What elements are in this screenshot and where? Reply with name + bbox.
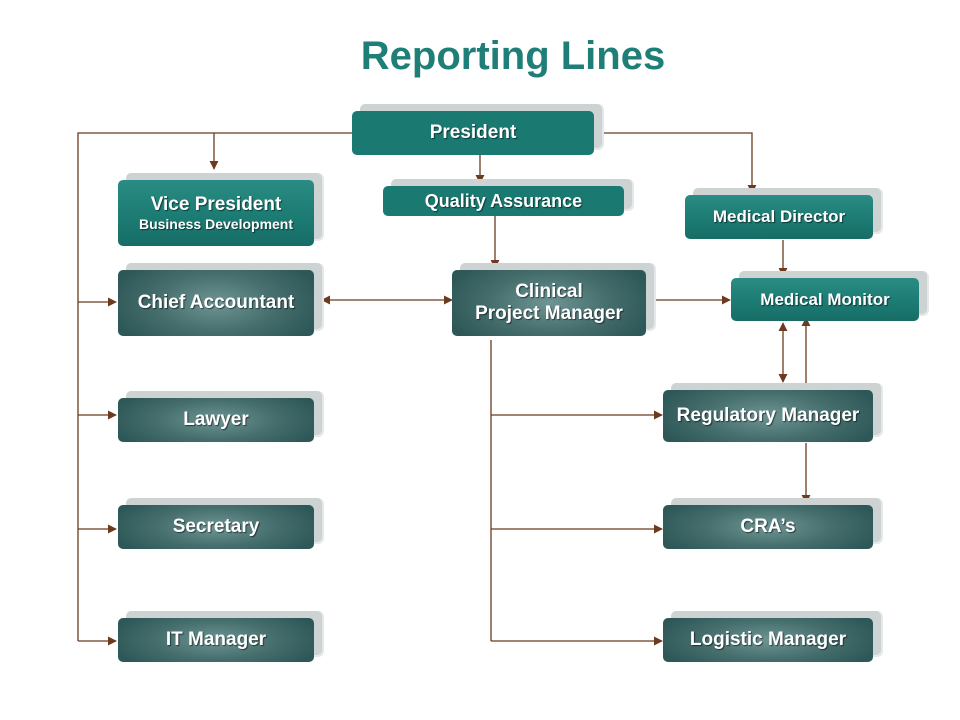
cras-box: CRA’s	[663, 505, 873, 549]
vice-president-sub-label: Business Development	[138, 215, 294, 232]
lawyer-box: Lawyer	[118, 398, 314, 442]
clinical-pm-box: Clinical Project Manager	[452, 270, 646, 336]
medical-monitor-label: Medical Monitor	[760, 289, 890, 309]
quality-assurance-box: Quality Assurance	[383, 186, 624, 216]
regulatory-manager-box: Regulatory Manager	[663, 390, 873, 442]
president-box: President	[352, 111, 594, 155]
lawyer-label: Lawyer	[183, 409, 249, 431]
medical-monitor-box: Medical Monitor	[731, 278, 919, 321]
medical-director-box: Medical Director	[685, 195, 873, 239]
logistic-manager-box: Logistic Manager	[663, 618, 873, 662]
regulatory-manager-label: Regulatory Manager	[676, 405, 860, 427]
page-title: Reporting Lines	[360, 34, 666, 78]
quality-assurance-label: Quality Assurance	[424, 190, 583, 211]
president-label: President	[429, 122, 517, 144]
president-left-line	[77, 132, 352, 641]
secretary-box: Secretary	[118, 505, 314, 549]
secretary-label: Secretary	[172, 516, 260, 538]
clinical-pm-label-line2: Project Manager	[475, 303, 623, 324]
cras-label: CRA’s	[740, 516, 796, 538]
vice-president-box: Vice President Business Development	[118, 180, 314, 246]
it-manager-label: IT Manager	[165, 629, 267, 651]
medical-director-label: Medical Director	[712, 207, 846, 227]
logistic-manager-label: Logistic Manager	[689, 629, 847, 651]
vice-president-label: Vice President	[150, 194, 282, 216]
it-manager-box: IT Manager	[118, 618, 314, 662]
to-medical-director	[596, 132, 757, 194]
chief-accountant-box: Chief Accountant	[118, 270, 314, 336]
clinical-pm-label-line1: Clinical	[515, 281, 583, 303]
chief-accountant-label: Chief Accountant	[137, 292, 295, 314]
